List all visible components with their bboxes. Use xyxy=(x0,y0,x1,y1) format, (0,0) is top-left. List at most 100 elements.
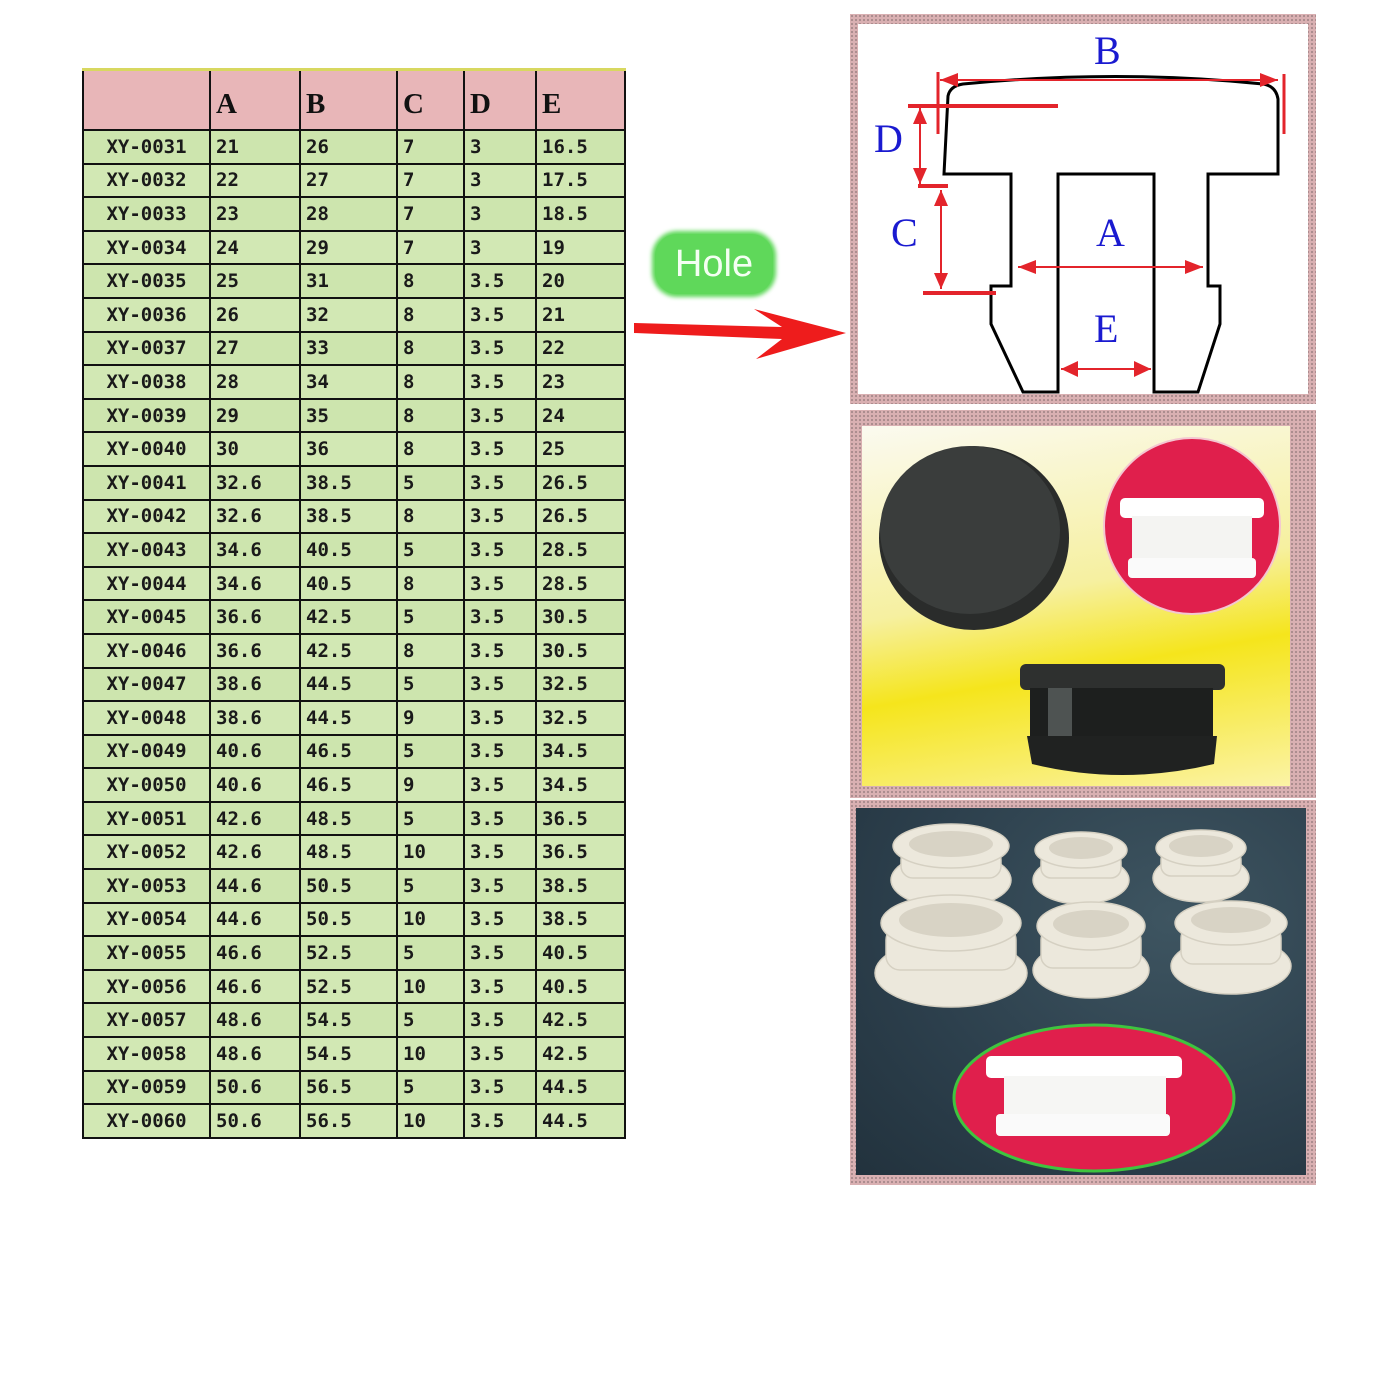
cell-e: 22 xyxy=(535,330,626,367)
cell-e: 25 xyxy=(535,431,626,467)
cell-model: XY-0044 xyxy=(82,565,211,602)
white-plug-photo-panel xyxy=(850,800,1316,1185)
column-header-e: E xyxy=(535,68,626,131)
cell-a: 32.6 xyxy=(209,498,301,535)
cell-model: XY-0034 xyxy=(82,229,211,266)
cell-c: 8 xyxy=(396,565,465,602)
cell-d: 3.5 xyxy=(463,498,537,535)
cell-b: 44.5 xyxy=(299,666,398,703)
cell-e: 28.5 xyxy=(535,565,626,602)
cell-a: 44.6 xyxy=(209,901,301,938)
cell-model: XY-0046 xyxy=(82,632,211,669)
cell-model: XY-0060 xyxy=(82,1103,211,1139)
cell-e: 44.5 xyxy=(535,1103,626,1139)
cell-b: 28 xyxy=(299,196,398,232)
cell-model: XY-0052 xyxy=(82,834,211,871)
cell-b: 42.5 xyxy=(299,599,398,635)
cell-b: 52.5 xyxy=(299,935,398,971)
cell-b: 32 xyxy=(299,296,398,333)
cell-d: 3.5 xyxy=(463,700,537,736)
cell-e: 38.5 xyxy=(535,868,626,904)
cell-c: 5 xyxy=(396,532,465,568)
cell-a: 23 xyxy=(209,196,301,232)
cell-b: 38.5 xyxy=(299,464,398,501)
cell-c: 10 xyxy=(396,1103,465,1139)
cell-e: 26.5 xyxy=(535,498,626,535)
dim-label-b: B xyxy=(1094,28,1121,73)
black-plug-photo xyxy=(879,437,1281,775)
cell-model: XY-0054 xyxy=(82,901,211,938)
cell-model: XY-0038 xyxy=(82,364,211,400)
cell-e: 36.5 xyxy=(535,834,626,871)
cell-c: 8 xyxy=(396,632,465,669)
cell-c: 10 xyxy=(396,1036,465,1072)
cell-d: 3.5 xyxy=(463,263,537,299)
cell-a: 42.6 xyxy=(209,834,301,871)
cell-d: 3.5 xyxy=(463,935,537,971)
white-plugs-photo xyxy=(874,823,1292,1173)
cell-c: 9 xyxy=(396,700,465,736)
cell-a: 48.6 xyxy=(209,1036,301,1072)
cell-model: XY-0040 xyxy=(82,431,211,467)
cell-a: 38.6 xyxy=(209,666,301,703)
cell-model: XY-0043 xyxy=(82,532,211,568)
dim-label-d: D xyxy=(874,116,903,161)
cell-d: 3 xyxy=(463,162,537,199)
cell-c: 5 xyxy=(396,464,465,501)
cell-d: 3 xyxy=(463,196,537,232)
cell-d: 3.5 xyxy=(463,330,537,367)
cell-e: 21 xyxy=(535,296,626,333)
cell-a: 46.6 xyxy=(209,935,301,971)
cell-d: 3.5 xyxy=(463,1002,537,1039)
cell-e: 30.5 xyxy=(535,632,626,669)
cell-b: 26 xyxy=(299,129,398,165)
cell-c: 5 xyxy=(396,935,465,971)
cell-b: 36 xyxy=(299,431,398,467)
cell-model: XY-0049 xyxy=(82,733,211,770)
dim-label-a: A xyxy=(1096,210,1125,255)
cell-model: XY-0045 xyxy=(82,599,211,635)
cell-b: 40.5 xyxy=(299,565,398,602)
cell-d: 3.5 xyxy=(463,599,537,635)
cell-b: 54.5 xyxy=(299,1002,398,1039)
column-header-c: C xyxy=(396,68,465,131)
cell-a: 38.6 xyxy=(209,700,301,736)
cell-e: 16.5 xyxy=(535,129,626,165)
cell-d: 3.5 xyxy=(463,1069,537,1106)
cell-b: 40.5 xyxy=(299,532,398,568)
cell-c: 7 xyxy=(396,196,465,232)
cell-b: 44.5 xyxy=(299,700,398,736)
cell-a: 29 xyxy=(209,397,301,434)
cell-b: 54.5 xyxy=(299,1036,398,1072)
cell-c: 7 xyxy=(396,162,465,199)
cell-a: 50.6 xyxy=(209,1103,301,1139)
column-header-a: A xyxy=(209,68,301,131)
cell-b: 52.5 xyxy=(299,968,398,1005)
cell-e: 34.5 xyxy=(535,767,626,803)
cell-e: 42.5 xyxy=(535,1002,626,1039)
cell-d: 3.5 xyxy=(463,733,537,770)
cell-a: 34.6 xyxy=(209,565,301,602)
cell-d: 3.5 xyxy=(463,767,537,803)
cell-b: 29 xyxy=(299,229,398,266)
cell-a: 40.6 xyxy=(209,767,301,803)
column-header-d: D xyxy=(463,68,537,131)
cell-d: 3.5 xyxy=(463,532,537,568)
cell-model: XY-0037 xyxy=(82,330,211,367)
cell-d: 3 xyxy=(463,129,537,165)
